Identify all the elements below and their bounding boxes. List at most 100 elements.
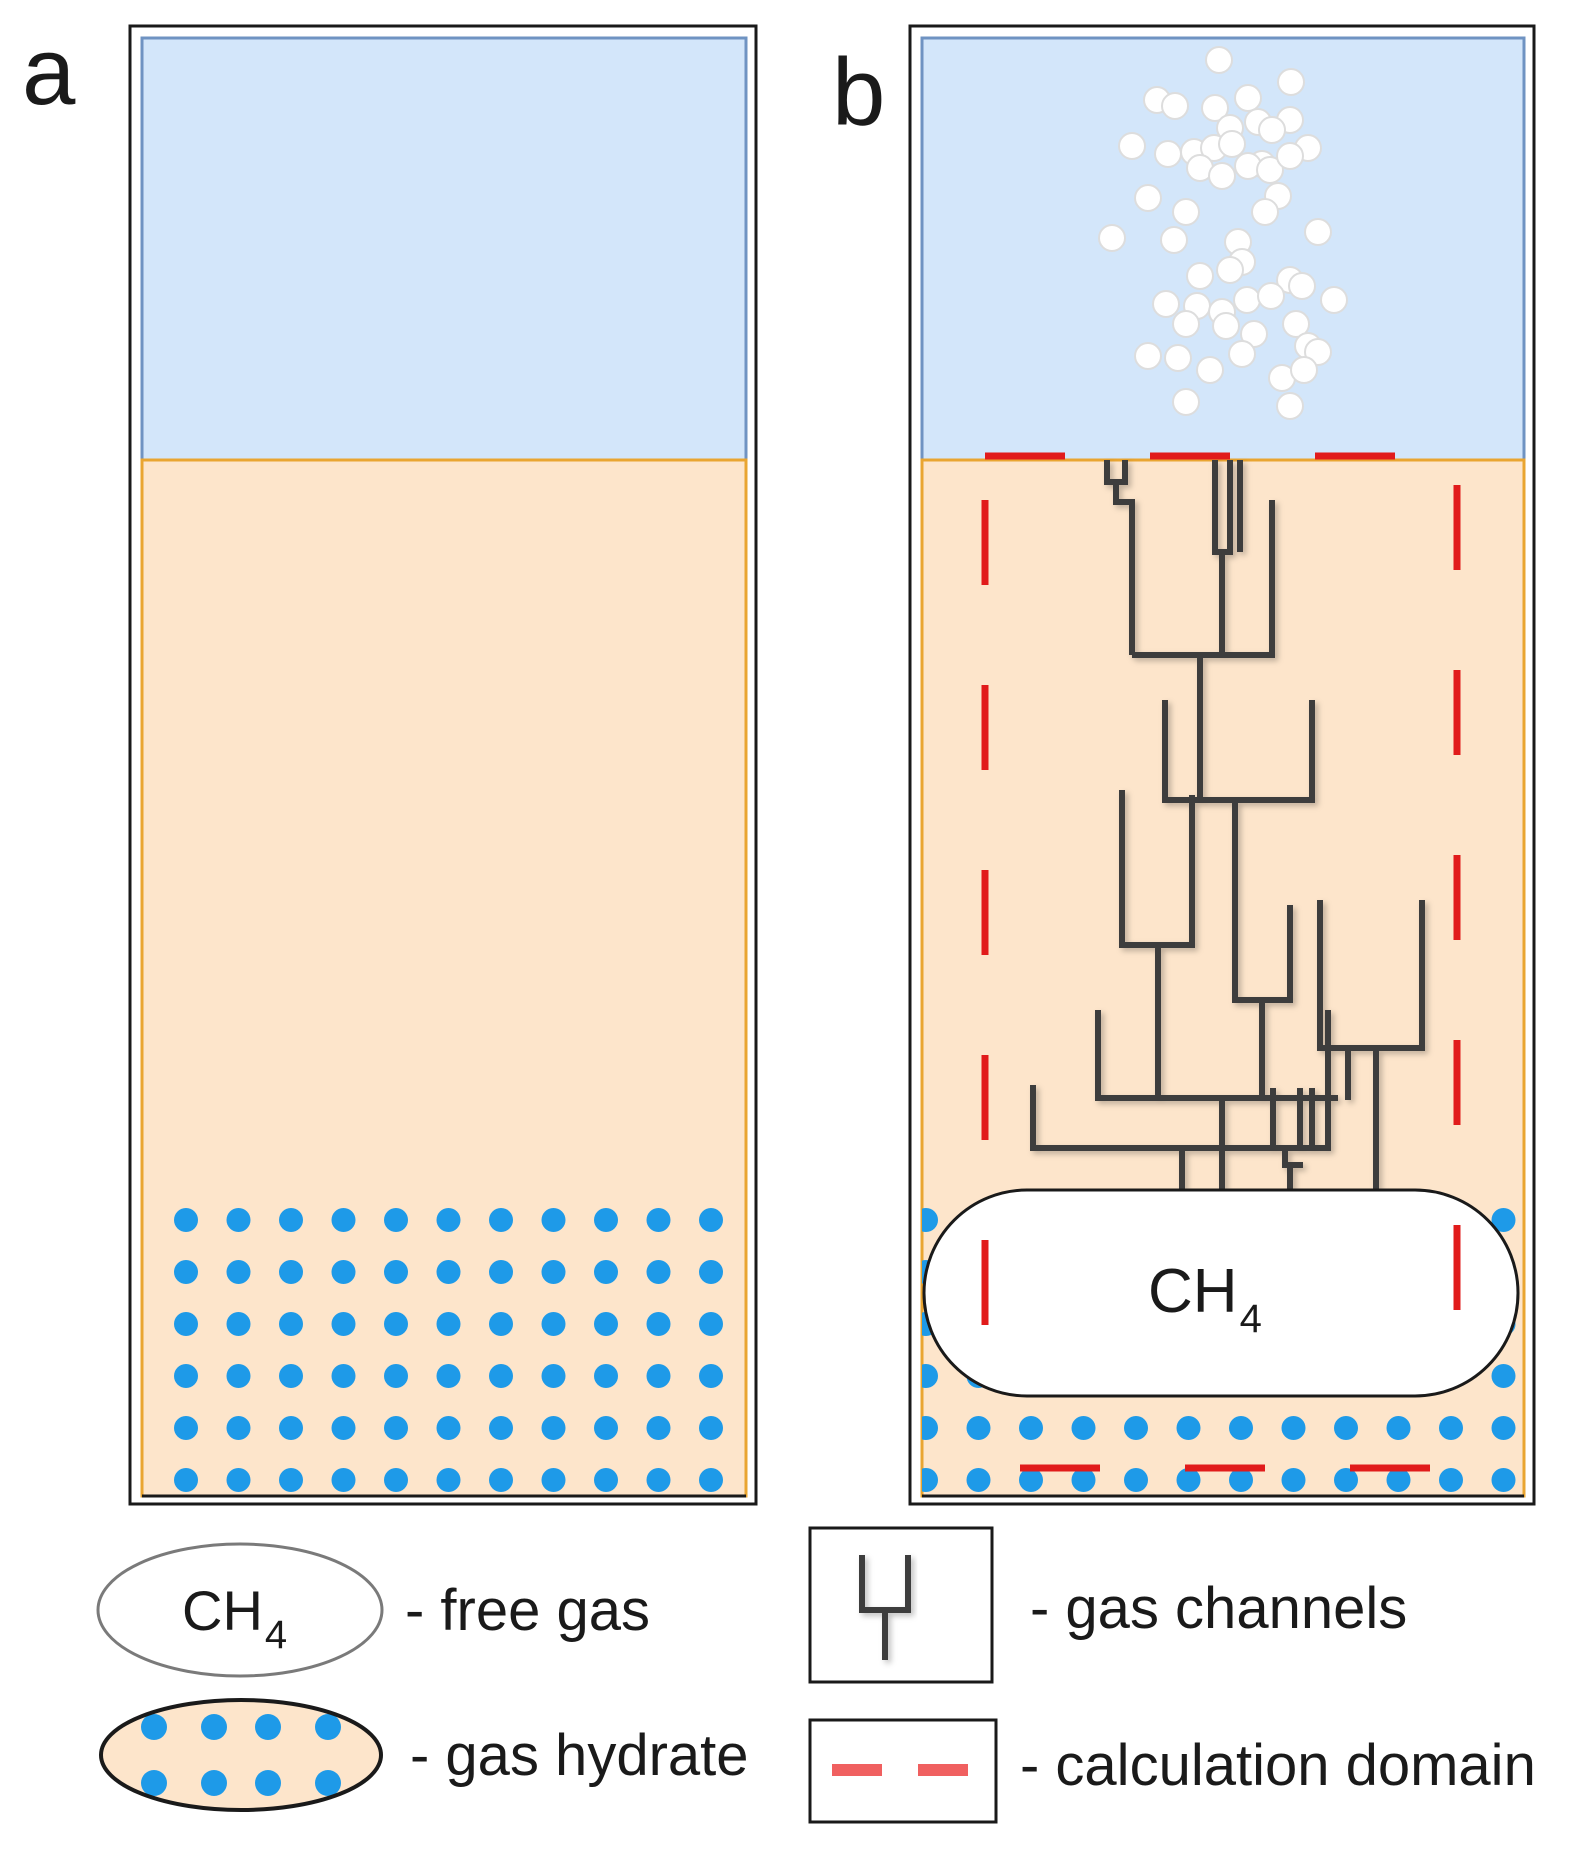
hydrate-dot	[966, 1468, 991, 1492]
gas-bubble	[1196, 356, 1224, 384]
hydrate-dot	[331, 1260, 356, 1284]
hydrate-dot	[174, 1260, 198, 1284]
hydrate-dot	[1019, 1468, 1043, 1492]
gas-channel	[1132, 500, 1275, 658]
hydrate-dot	[646, 1468, 671, 1492]
hydrate-dot	[1491, 1468, 1516, 1492]
gas-bubble	[1234, 84, 1262, 112]
gas-bubble	[1134, 184, 1162, 212]
hydrate-dot	[699, 1364, 723, 1388]
gas-bubble	[1201, 94, 1229, 122]
gas-bubble	[1282, 310, 1310, 338]
hydrate-dot	[1019, 1416, 1043, 1440]
hydrate-dot	[331, 1312, 356, 1336]
hydrate-dot	[331, 1364, 356, 1388]
hydrate-dot	[201, 1825, 227, 1851]
gas-bubble	[1134, 342, 1162, 370]
legend-calculation-domain-label: - calculation domain	[1020, 1733, 1536, 1798]
hydrate-dot	[226, 1364, 251, 1388]
hydrate-dot	[436, 1468, 461, 1492]
hydrate-dot	[699, 1208, 723, 1232]
hydrate-dot	[646, 1260, 671, 1284]
hydrate-dot	[541, 1364, 566, 1388]
hydrate-dot	[489, 1364, 513, 1388]
hydrate-dot	[594, 1208, 618, 1232]
legend-gas-hydrate-swatch	[101, 1700, 381, 1810]
hydrate-dot	[541, 1468, 566, 1492]
legend-free-gas-swatch	[96, 1542, 384, 1678]
hydrate-dot	[226, 1208, 251, 1232]
gas-bubble	[1233, 286, 1261, 314]
gas-bubble	[1186, 262, 1214, 290]
legend-free-gas-label: - free gas	[405, 1578, 650, 1643]
hydrate-dot	[174, 1468, 198, 1492]
hydrate-dot	[226, 1468, 251, 1492]
gas-bubble	[1212, 312, 1240, 340]
hydrate-dot	[226, 1260, 251, 1284]
hydrate-dot	[331, 1208, 356, 1232]
hydrate-dot	[1176, 1416, 1201, 1440]
hydrate-dot	[541, 1208, 566, 1232]
gas-channel	[1282, 1148, 1303, 1168]
hydrate-dot	[436, 1312, 461, 1336]
hydrate-dot	[489, 1312, 513, 1336]
gas-bubble	[1276, 392, 1304, 420]
panel-b-letter: b	[832, 39, 885, 146]
panel-a-letter: a	[22, 18, 76, 125]
hydrate-dot	[279, 1312, 303, 1336]
gas-bubble	[1118, 132, 1146, 160]
hydrate-dot	[699, 1416, 723, 1440]
hydrate-dot	[201, 1714, 227, 1740]
gas-bubble	[1172, 198, 1200, 226]
hydrate-dot	[436, 1260, 461, 1284]
hydrate-dot	[699, 1260, 723, 1284]
gas-channel-network	[1030, 460, 1425, 1192]
hydrate-dot	[594, 1260, 618, 1284]
hydrate-dot	[331, 1468, 356, 1492]
hydrate-dot	[174, 1364, 198, 1388]
hydrate-dot	[922, 1468, 938, 1492]
hydrate-dot	[384, 1260, 408, 1284]
hydrate-dot	[489, 1260, 513, 1284]
hydrate-dot	[594, 1312, 618, 1336]
free-gas-pocket	[922, 1188, 1520, 1398]
hydrate-dot	[646, 1416, 671, 1440]
legend-gas-hydrate-outline	[99, 1698, 383, 1812]
free-gas-pocket-subscript: 4	[1240, 1297, 1262, 1341]
hydrate-dot	[1229, 1416, 1253, 1440]
hydrate-dot	[646, 1364, 671, 1388]
legend-free-gas: CH4 - free gas	[96, 1542, 650, 1678]
hydrate-dot	[1491, 1208, 1516, 1232]
hydrate-dot	[1439, 1416, 1463, 1440]
gas-bubble	[1152, 290, 1180, 318]
hydrate-dot	[255, 1825, 281, 1851]
gas-bubble	[1258, 116, 1286, 144]
gas-bubble	[1154, 140, 1182, 168]
hydrate-dot	[922, 1364, 938, 1388]
legend-gas-channels-label: - gas channels	[1030, 1576, 1407, 1641]
hydrate-dot	[646, 1208, 671, 1232]
hydrate-dot	[489, 1208, 513, 1232]
hydrate-dot	[1124, 1416, 1148, 1440]
hydrate-dot	[255, 1770, 281, 1796]
hydrate-dot	[174, 1312, 198, 1336]
gas-channel	[1162, 700, 1315, 803]
gas-bubble	[1288, 272, 1316, 300]
gas-channel	[1317, 900, 1425, 1051]
hydrate-dot	[541, 1312, 566, 1336]
gas-bubble	[1164, 344, 1192, 372]
hydrate-dot	[315, 1770, 341, 1796]
hydrate-dot	[1124, 1468, 1148, 1492]
hydrate-dot	[922, 1208, 938, 1232]
legend-gas-channels-box	[808, 1526, 994, 1684]
hydrate-dot	[489, 1468, 513, 1492]
gas-bubble	[1218, 130, 1246, 158]
hydrate-dot	[226, 1312, 251, 1336]
panel-a-sediment	[140, 458, 748, 1498]
hydrate-dot	[594, 1468, 618, 1492]
hydrate-dot	[699, 1312, 723, 1336]
hydrate-dot	[1071, 1468, 1096, 1492]
hydrate-dot	[174, 1208, 198, 1232]
